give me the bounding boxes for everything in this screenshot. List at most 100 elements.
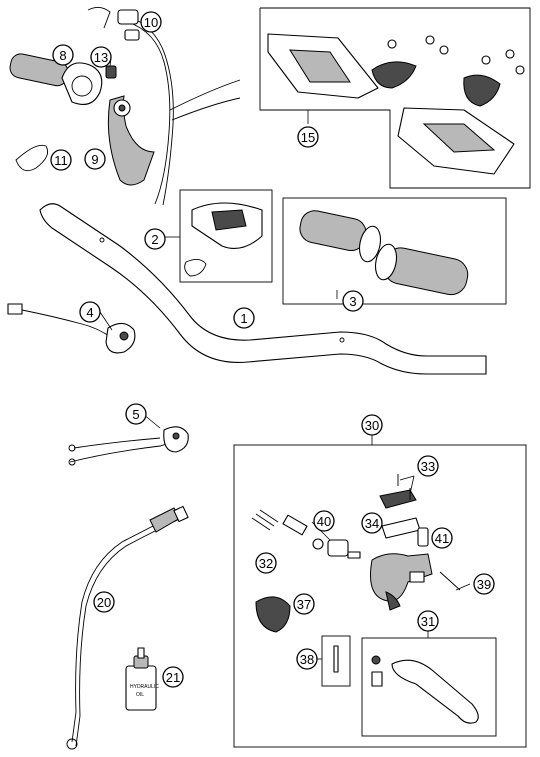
adjuster-screw [105,65,117,79]
callout-9: 9 [84,148,106,170]
master-cylinder-internals [251,509,361,559]
callout-circle [233,307,255,329]
clamp-adjuster [255,596,291,633]
hand-grips [299,210,469,296]
callout-20: 20 [93,591,115,613]
callout-number: 20 [97,595,111,610]
hand-grip-kit-box [282,197,507,305]
callout-3: 3 [342,290,364,312]
callout-8: 8 [52,44,74,66]
master-cylinder-body [370,553,433,611]
callout-number: 13 [94,50,108,65]
throttle-cables [117,9,241,206]
handguard-kit-box [259,7,531,189]
throttle-housing [107,95,155,186]
callout-number: 32 [259,556,273,571]
callout-33: 33 [417,455,439,477]
hose-pin [333,645,339,673]
callout-37: 37 [293,593,315,615]
callout-21: 21 [162,666,184,688]
clutch-lever-kit-box [361,637,497,737]
handguards [267,33,525,175]
callout-41: 41 [431,527,453,549]
callout-circle [431,527,453,549]
callout-circle [293,593,315,615]
callout-number: 5 [132,407,139,422]
bleed-screw [417,527,429,547]
callout-4: 4 [79,301,101,323]
callout-number: 1 [240,311,247,326]
callout-number: 4 [86,305,93,320]
callout-circle [93,591,115,613]
handlebar [39,203,487,375]
callout-38: 38 [296,648,318,670]
svg-text:OIL: OIL [136,692,144,698]
callout-number: 37 [297,597,311,612]
reservoir-cap [379,489,421,539]
lever-pivot-pin [439,571,461,591]
callout-number: 38 [300,652,314,667]
callout-circle [144,228,166,250]
callout-number: 3 [349,294,356,309]
clutch-master-cylinder-box [233,444,527,748]
callout-circle [473,573,495,595]
callout-32: 32 [255,552,277,574]
clutch-hose [66,505,189,750]
callout-circle [140,11,162,33]
callout-circle [361,414,383,436]
hose-pin-box [321,635,351,687]
callout-39: 39 [473,573,495,595]
callout-11: 11 [50,149,72,171]
callout-circle [313,510,335,532]
callout-number: 15 [301,130,315,145]
callout-number: 2 [151,232,158,247]
callout-circle [90,46,112,68]
callout-circle [50,149,72,171]
callout-circle [125,403,147,425]
clutch-lever [371,655,479,724]
callout-30: 30 [361,414,383,436]
callout-number: 34 [365,516,379,531]
bar-pad-clamp [184,202,263,277]
throttle-grip [9,7,111,105]
callout-circle [84,148,106,170]
svg-text:HYDRAULIC: HYDRAULIC [130,684,159,690]
callout-40: 40 [313,510,335,532]
callout-circle [361,512,383,534]
callout-number: 11 [54,153,68,168]
callout-34: 34 [361,512,383,534]
callout-circle [52,44,74,66]
callout-number: 41 [435,531,449,546]
callout-31: 31 [417,610,439,632]
switch-wiring [68,426,189,466]
callout-number: 8 [59,48,66,63]
cable-tie [15,144,49,172]
callout-10: 10 [140,11,162,33]
callout-2: 2 [144,228,166,250]
callout-number: 30 [365,418,379,433]
callout-circle [417,455,439,477]
callout-circle [342,290,364,312]
callout-circle [162,666,184,688]
callout-circle [417,610,439,632]
clutch-screws-box [179,189,273,283]
callout-circle [296,648,318,670]
callout-number: 21 [166,670,180,685]
callout-circle [255,552,277,574]
callout-number: 33 [421,459,435,474]
callout-circle [297,126,319,148]
kill-switch [7,303,136,354]
callout-5: 5 [125,403,147,425]
callout-number: 39 [477,577,491,592]
callout-13: 13 [90,46,112,68]
callout-number: 31 [421,614,435,629]
callout-15: 15 [297,126,319,148]
callout-number: 40 [317,514,331,529]
callout-circle [79,301,101,323]
callout-number: 9 [91,152,98,167]
callout-number: 10 [144,15,158,30]
hydraulic-oil-bottle: HYDRAULIC OIL [125,647,159,711]
callout-1: 1 [233,307,255,329]
